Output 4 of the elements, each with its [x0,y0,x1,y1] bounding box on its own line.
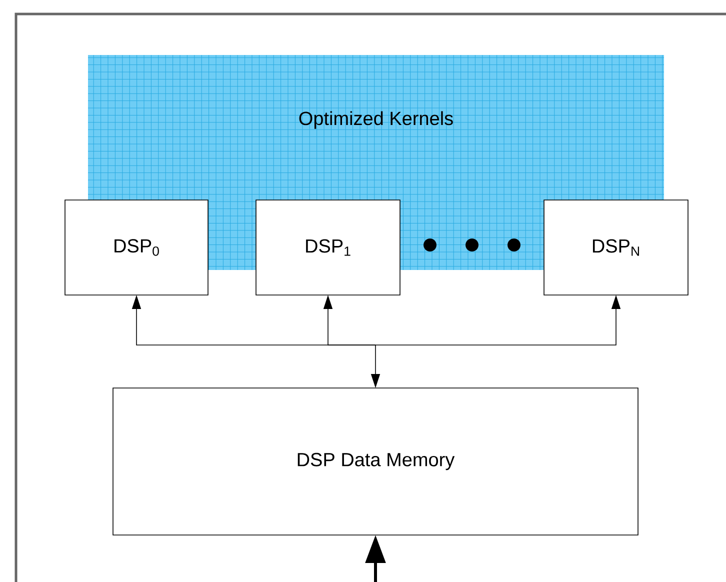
memory-box: DSP Data Memory [112,388,638,536]
processor-box: DSP$_{1}$ [256,200,400,296]
processor-box: DSP$_{N}$ [544,200,688,296]
processor-box: DSP$_{0}$ [64,200,208,296]
